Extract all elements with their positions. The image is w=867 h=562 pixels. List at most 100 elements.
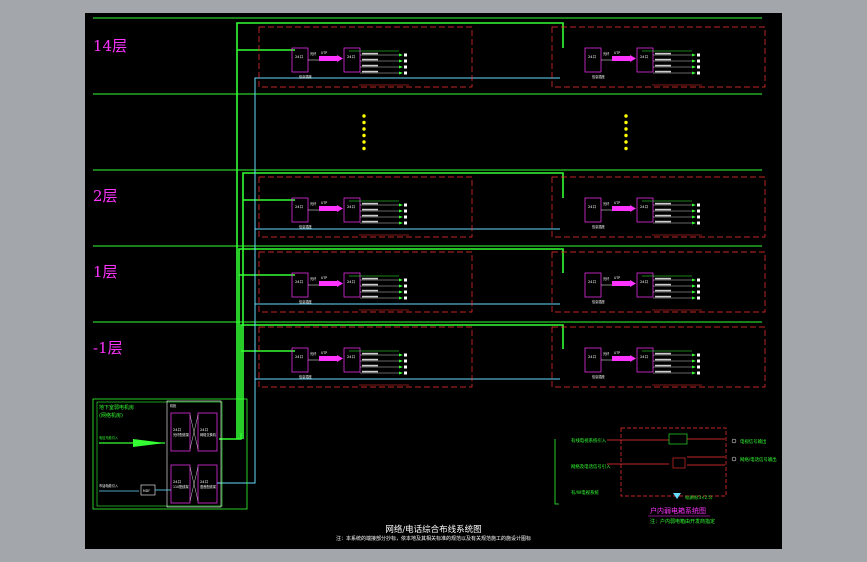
- continuation-dot: [624, 127, 628, 131]
- floor-divider-lines: [93, 17, 762, 323]
- switch-tag: 24口: [295, 205, 304, 209]
- outlet-label: 信息插座: [592, 374, 606, 379]
- port-label: 光纤: [310, 276, 317, 281]
- patch-box: [343, 272, 361, 298]
- continuation-dot: [624, 146, 628, 151]
- floor-unit: 24口 24口 光纤 UTP 信息插座: [551, 251, 766, 313]
- port-label: 光纤: [603, 201, 610, 206]
- continuation-dot: [362, 146, 366, 151]
- legend-row-wtv: 有/W电视系统: [571, 489, 599, 496]
- switch-box: [291, 47, 309, 73]
- horizontal-cable-lines: [217, 77, 560, 484]
- continuation-dot: [362, 114, 366, 118]
- cable-tag: UTP: [321, 276, 327, 280]
- patch-tag: 24口: [347, 55, 356, 59]
- continuation-dot: [362, 127, 366, 131]
- outlet-label: 信息插座: [592, 299, 606, 304]
- patch-box: [343, 347, 361, 373]
- continuation-dot: [624, 140, 628, 144]
- port-label: 光纤: [310, 351, 317, 356]
- rack-title: 机柜: [170, 403, 177, 408]
- outlet-label: 信息插座: [592, 224, 606, 229]
- patch-box: [636, 347, 654, 373]
- cable-tag: UTP: [614, 51, 620, 55]
- floor-label-14: 14层: [93, 37, 128, 55]
- switch-box: [291, 197, 309, 223]
- patch-box: [636, 197, 654, 223]
- continuation-dot: [624, 120, 628, 125]
- cable-tag: UTP: [321, 51, 327, 55]
- cable-tag: UTP: [614, 201, 620, 205]
- rack-item-2: 24口: [200, 428, 209, 432]
- switch-tag: 24口: [588, 280, 597, 284]
- equipment-room-subtitle: (网络机房): [99, 412, 123, 419]
- backbone-trunk-lines: [219, 22, 564, 440]
- legend-right-tv: 电视信号输出: [740, 438, 766, 445]
- switch-tag: 24口: [295, 280, 304, 284]
- cable-tag: UTP: [321, 201, 327, 205]
- legend-bottom-note: 电源线(3×2.5): [685, 494, 713, 500]
- switch-box: [291, 272, 309, 298]
- switch-box: [584, 197, 602, 223]
- patch-tag: 24口: [347, 280, 356, 284]
- floor-label-2: 2层: [93, 187, 118, 205]
- incoming-fiber-label: 电信光缆引入: [99, 435, 119, 440]
- port-label: 光纤: [603, 51, 610, 56]
- rack-label-2: 网络交换机: [200, 432, 217, 437]
- continuation-dot: [362, 120, 366, 125]
- continuation-dot: [624, 133, 628, 138]
- cable-tag: UTP: [321, 351, 327, 355]
- cable-tag: UTP: [614, 276, 620, 280]
- port-label: 光纤: [310, 201, 317, 206]
- rack-item-4: 24口: [200, 480, 209, 484]
- diagram-title: 网络/电话综合布线系统图: [385, 525, 482, 535]
- port-label: 光纤: [603, 276, 610, 281]
- switch-tag: 24口: [588, 205, 597, 209]
- mdf-box-label: MDF: [143, 489, 150, 493]
- equipment-room-title: 地下室弱电机房: [99, 404, 134, 411]
- floor-label-b1: -1层: [93, 339, 123, 357]
- legend-caption: 户内弱电箱系统图: [650, 506, 706, 515]
- incoming-phone-label: 市话电缆引入: [99, 483, 119, 488]
- patch-tag: 24口: [640, 355, 649, 359]
- patch-tag: 24口: [640, 280, 649, 284]
- outlet-label: 信息插座: [299, 374, 313, 379]
- floor-unit: 24口 24口 光纤 UTP 信息插座: [551, 176, 766, 238]
- continuation-dot: [624, 114, 628, 118]
- rack-item-1: 24口: [173, 428, 182, 432]
- switch-tag: 24口: [295, 55, 304, 59]
- patch-tag: 24口: [640, 55, 649, 59]
- port-label: 光纤: [310, 51, 317, 56]
- legend-right-net: 网络/电话信号输出: [740, 456, 777, 463]
- switch-box: [584, 47, 602, 73]
- patch-box: [636, 47, 654, 73]
- continuation-dots: [362, 114, 628, 151]
- patch-box: [636, 272, 654, 298]
- household-box-legend: 有线电视系统引入 网络及电话信号引入 有/W电视系统 电源线(3×2.5) 电视…: [554, 427, 777, 525]
- cable-tag: UTP: [614, 351, 620, 355]
- patch-box: [343, 197, 361, 223]
- switch-tag: 24口: [295, 355, 304, 359]
- floor-label-1: 1层: [93, 263, 118, 281]
- rack-label-1: 光纤配线架: [173, 432, 190, 437]
- patch-tag: 24口: [347, 205, 356, 209]
- continuation-dot: [362, 140, 366, 144]
- switch-box: [584, 272, 602, 298]
- equipment-room-block: 地下室弱电机房 (网络机房) 机柜 24口 光纤配线架 24口 网络交换机 24…: [92, 398, 248, 510]
- switch-tag: 24口: [588, 355, 597, 359]
- switch-tag: 24口: [588, 55, 597, 59]
- diagram-note: 注：本系统的端接部分抄标，依本地及其相关标准的规范以及有关规范施工的施设计图标: [335, 536, 531, 542]
- rack-label-3: 110配线架: [173, 484, 189, 489]
- patch-tag: 24口: [640, 205, 649, 209]
- outlet-label: 信息插座: [592, 74, 606, 79]
- port-label: 光纤: [603, 351, 610, 356]
- legend-row-network: 网络及电话信号引入: [571, 463, 611, 470]
- legend-caption-note: 注：户内弱电箱由开发商指定: [650, 518, 715, 525]
